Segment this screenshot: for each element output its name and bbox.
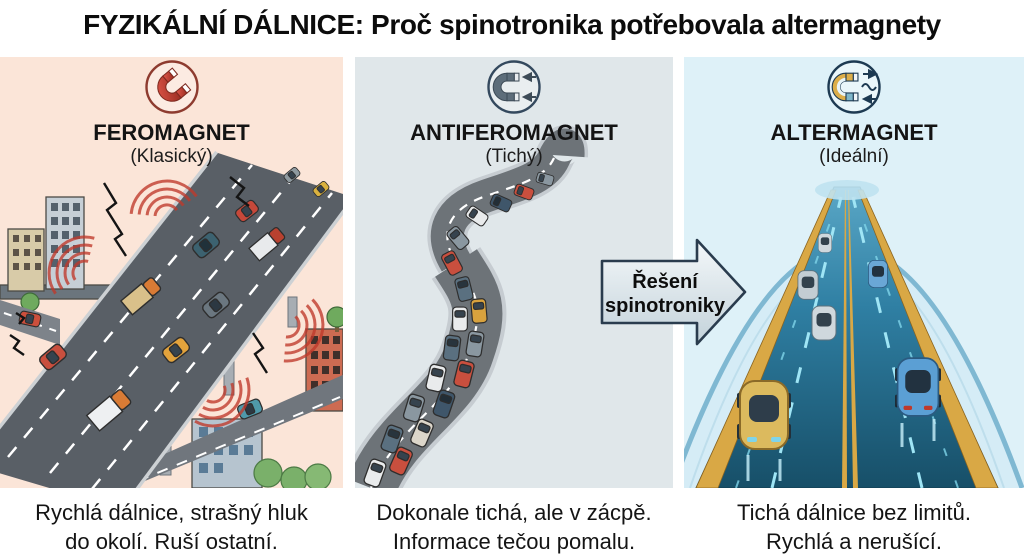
panel-name: ANTIFEROMAGNET bbox=[410, 120, 618, 145]
truck bbox=[85, 389, 132, 432]
altermagnet-header: ALTERMAGNET (Ideální) bbox=[684, 59, 1024, 166]
car bbox=[389, 446, 413, 476]
caption-antiferomagnet: Dokonale tichá, ale v zácpě. Informace t… bbox=[355, 498, 673, 556]
car bbox=[867, 259, 889, 289]
panel-subtitle: (Ideální) bbox=[819, 146, 889, 167]
car bbox=[489, 193, 513, 213]
solution-arrow: Řešení spinotroniky bbox=[600, 238, 747, 346]
car bbox=[192, 231, 220, 259]
feromagnet-header: FEROMAGNET (Klasický) bbox=[0, 59, 343, 166]
car bbox=[452, 306, 468, 332]
car bbox=[446, 226, 470, 250]
car bbox=[202, 291, 230, 319]
car bbox=[797, 270, 819, 300]
car bbox=[402, 393, 426, 423]
panel-altermagnet: ALTERMAGNET (Ideální) bbox=[684, 57, 1024, 488]
car bbox=[453, 359, 475, 389]
panel-name: FEROMAGNET bbox=[93, 120, 250, 145]
arrow-label-line1: Řešení bbox=[632, 269, 699, 293]
panel-subtitle: (Klasický) bbox=[130, 146, 213, 167]
car bbox=[39, 343, 67, 371]
city-buildings bbox=[0, 196, 343, 488]
feromagnet-scene bbox=[0, 150, 343, 488]
caption-feromagnet: Rychlá dálnice, strašný hluk do okolí. R… bbox=[0, 498, 343, 556]
car bbox=[470, 298, 488, 324]
caption-line: do okolí. Ruší ostatní. bbox=[65, 529, 278, 554]
caption-line: Rychlá dálnice, strašný hluk bbox=[35, 500, 308, 525]
caption-line: Informace tečou pomalu. bbox=[392, 529, 636, 554]
magnet-classic-icon bbox=[144, 60, 199, 114]
arrow-label-line2: spinotroniky bbox=[605, 295, 726, 317]
car bbox=[235, 199, 259, 223]
car bbox=[817, 233, 833, 253]
page-title: FYZIKÁLNÍ DÁLNICE: Proč spinotronika pot… bbox=[83, 9, 941, 40]
speed-lines bbox=[746, 419, 936, 481]
caption-line: Tichá dálnice bez limitů. bbox=[737, 500, 971, 525]
car bbox=[425, 363, 447, 393]
trees bbox=[20, 292, 343, 488]
car bbox=[432, 389, 456, 419]
car bbox=[454, 276, 474, 302]
elevated-highway bbox=[0, 150, 343, 488]
car bbox=[18, 310, 42, 328]
car bbox=[465, 330, 485, 358]
cracks bbox=[9, 176, 269, 374]
antiferomagnet-header: ANTIFEROMAGNET (Tichý) bbox=[355, 59, 673, 166]
panel-feromagnet: FEROMAGNET (Klasický) bbox=[0, 57, 343, 488]
car bbox=[442, 334, 462, 362]
antiferomagnet-scene bbox=[355, 125, 589, 488]
car bbox=[737, 380, 791, 450]
panel-subtitle: (Tichý) bbox=[485, 146, 543, 167]
caption-altermagnet: Tichá dálnice bez limitů. Rychlá a neruš… bbox=[684, 498, 1024, 556]
fast-cars bbox=[737, 233, 941, 481]
caption-line: Dokonale tichá, ale v zácpě. bbox=[376, 500, 652, 525]
car bbox=[380, 424, 404, 454]
truck bbox=[248, 226, 286, 262]
truck bbox=[119, 277, 162, 316]
car bbox=[283, 166, 301, 184]
car bbox=[363, 458, 387, 488]
arrow-shape bbox=[600, 238, 747, 346]
car bbox=[811, 305, 837, 341]
magnet-antiparallel-icon bbox=[487, 60, 541, 114]
caption-line: Rychlá a nerušící. bbox=[765, 529, 943, 554]
car bbox=[312, 180, 330, 198]
panel-name: ALTERMAGNET bbox=[770, 120, 938, 145]
car bbox=[895, 357, 941, 417]
car bbox=[465, 205, 489, 227]
car bbox=[161, 336, 191, 364]
car bbox=[513, 183, 535, 201]
magnet-alternating-icon bbox=[827, 60, 881, 114]
car bbox=[441, 250, 463, 276]
traffic-jam-cars bbox=[363, 171, 555, 488]
car bbox=[535, 171, 555, 187]
altermagnet-scene bbox=[684, 180, 1024, 488]
car bbox=[410, 418, 434, 448]
